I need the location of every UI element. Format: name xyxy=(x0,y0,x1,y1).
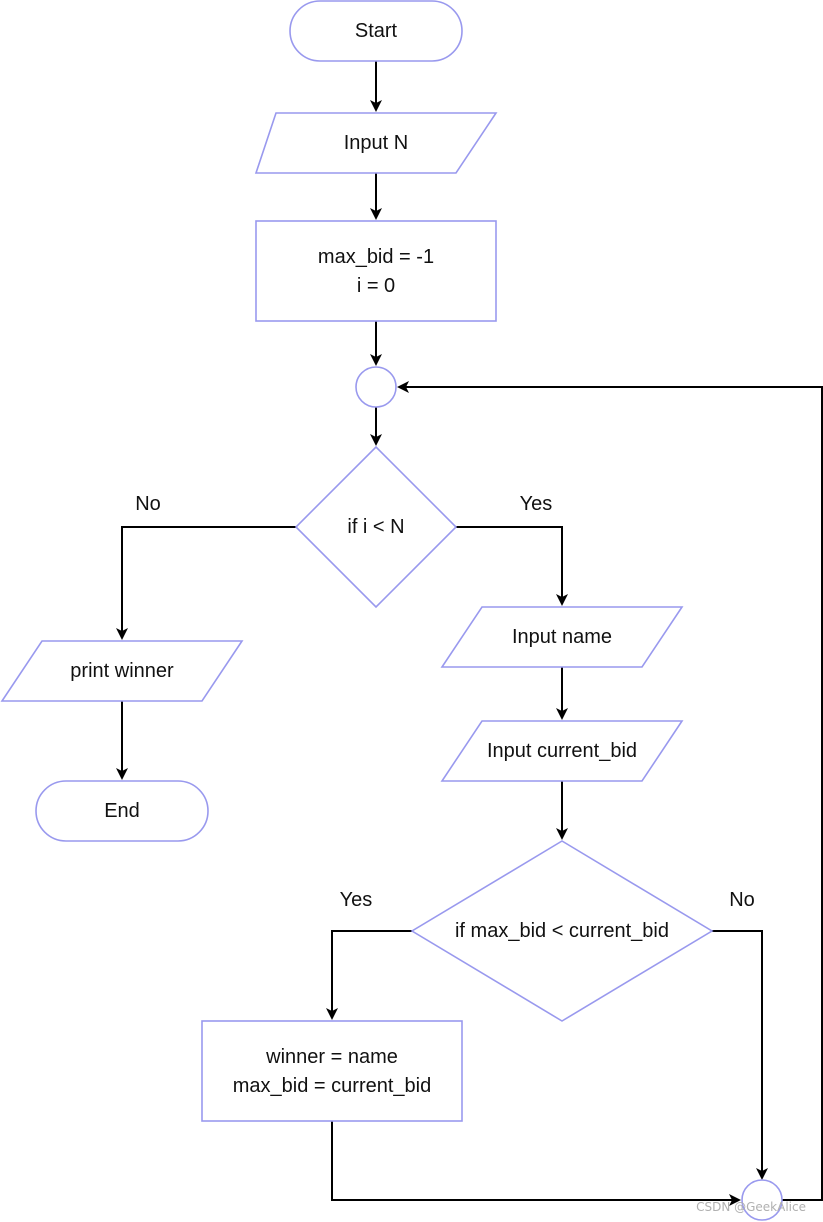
edge-bid-cond-no xyxy=(712,930,768,1180)
start-label: Start xyxy=(355,20,398,42)
terminator-shape xyxy=(35,780,209,842)
bid-cond-label: if max_bid < current_bid xyxy=(455,920,669,942)
watermark: CSDN @GeekAlice xyxy=(696,1200,806,1214)
loop-junction xyxy=(355,366,397,408)
io-shape xyxy=(440,720,684,782)
decision-shape xyxy=(294,445,458,609)
init-line-1: max_bid = -1 xyxy=(318,246,434,268)
print-winner-label: print winner xyxy=(70,660,174,682)
bid-no-label: No xyxy=(729,889,755,911)
input-n-label: Input N xyxy=(344,132,408,154)
loop-cond-label: if i < N xyxy=(347,516,404,538)
bid-yes-label: Yes xyxy=(340,889,373,911)
terminator-shape xyxy=(289,0,463,62)
node-loop-cond: if i < N xyxy=(294,445,458,609)
io-shape xyxy=(0,640,244,702)
edges xyxy=(116,61,823,1206)
decision-shape xyxy=(410,840,714,1022)
io-shape xyxy=(254,112,498,174)
update-line-1: winner = name xyxy=(265,1046,398,1068)
edge-loop-cond-yes xyxy=(456,526,568,606)
input-bid-label: Input current_bid xyxy=(487,740,637,762)
node-end: End xyxy=(35,780,209,842)
node-init: max_bid = -1 i = 0 xyxy=(255,220,497,322)
node-input-name: Input name xyxy=(440,606,684,668)
edge-update-to-merge xyxy=(331,1121,741,1206)
edge-loop-cond-no xyxy=(116,526,296,640)
input-name-label: Input name xyxy=(512,626,612,648)
loop-no-label: No xyxy=(135,493,161,515)
merge-junction xyxy=(741,1179,783,1221)
process-shape xyxy=(201,1020,463,1122)
process-shape xyxy=(255,220,497,322)
io-shape xyxy=(440,606,684,668)
node-input-n: Input N xyxy=(254,112,498,174)
edge-bid-cond-yes xyxy=(326,930,412,1020)
node-print-winner: print winner xyxy=(0,640,244,702)
init-line-2: i = 0 xyxy=(357,275,395,297)
node-update: winner = name max_bid = current_bid xyxy=(201,1020,463,1122)
node-bid-cond: if max_bid < current_bid xyxy=(410,840,714,1022)
update-line-2: max_bid = current_bid xyxy=(233,1075,431,1097)
loop-yes-label: Yes xyxy=(520,493,553,515)
node-start: Start xyxy=(289,0,463,62)
node-input-bid: Input current_bid xyxy=(440,720,684,782)
edge-loop-back xyxy=(397,381,823,1201)
end-label: End xyxy=(104,800,140,822)
